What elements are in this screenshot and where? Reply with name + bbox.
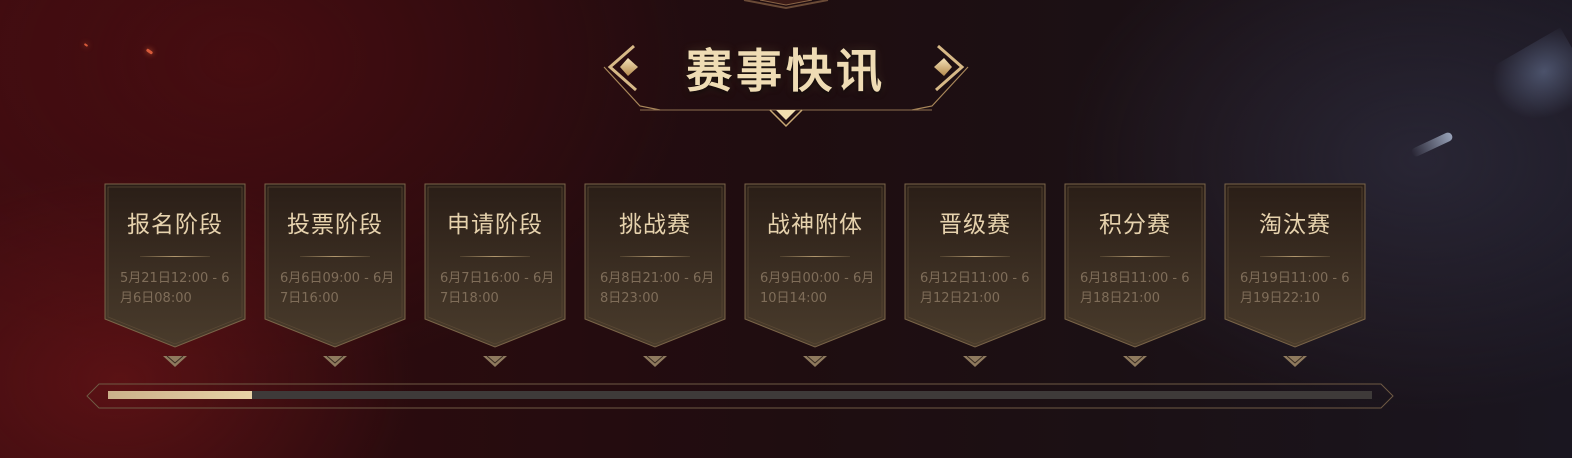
stage-time: 6月9日00:00 - 6月10日14:00 — [760, 271, 875, 306]
background-streak — [1410, 131, 1454, 158]
card-frame — [264, 183, 406, 348]
stage-time: 5月21日12:00 - 6月6日08:00 — [120, 271, 230, 306]
chevron-down-icon — [643, 355, 667, 367]
card-frame — [904, 183, 1046, 348]
chevron-down-icon — [323, 355, 347, 367]
stage-card-vote[interactable]: 投票阶段 6月6日09:00 - 6月7日16:00 — [264, 183, 406, 373]
chevron-down-icon — [803, 355, 827, 367]
chevron-down-icon — [963, 355, 987, 367]
stage-card-promotion[interactable]: 晋级赛 6月12日11:00 - 6月12日21:00 — [904, 183, 1046, 373]
stage-divider — [300, 256, 370, 257]
progress-track — [108, 391, 1372, 399]
stage-divider — [620, 256, 690, 257]
stage-time: 6月19日11:00 - 6月19日22:10 — [1240, 271, 1350, 306]
chevron-down-icon — [163, 355, 187, 367]
section-title: 赛事快讯 — [686, 44, 886, 98]
progress-frame — [86, 383, 1394, 409]
stage-name: 报名阶段 — [127, 212, 223, 238]
stage-time: 6月7日16:00 - 6月7日18:00 — [440, 271, 555, 306]
stage-name: 战神附体 — [767, 212, 863, 238]
card-frame — [1064, 183, 1206, 348]
stage-time: 6月12日11:00 - 6月12日21:00 — [920, 271, 1030, 306]
stage-name: 晋级赛 — [939, 212, 1011, 238]
stage-divider — [1260, 256, 1330, 257]
stage-time: 6月18日11:00 - 6月18日21:00 — [1080, 271, 1190, 306]
stage-divider — [940, 256, 1010, 257]
card-frame — [584, 183, 726, 348]
stage-card-challenge[interactable]: 挑战赛 6月8日21:00 - 6月8日23:00 — [584, 183, 726, 373]
section-header: 赛事快讯 — [0, 0, 1572, 135]
stage-card-apply[interactable]: 申请阶段 6月7日16:00 - 6月7日18:00 — [424, 183, 566, 373]
stage-card-knockout[interactable]: 淘汰赛 6月19日11:00 - 6月19日22:10 — [1224, 183, 1366, 373]
stage-divider — [460, 256, 530, 257]
stage-card-points[interactable]: 积分赛 6月18日11:00 - 6月18日21:00 — [1064, 183, 1206, 373]
stage-card-war-god[interactable]: 战神附体 6月9日00:00 - 6月10日14:00 — [744, 183, 886, 373]
stage-divider — [1100, 256, 1170, 257]
stage-card-signup[interactable]: 报名阶段 5月21日12:00 - 6月6日08:00 — [104, 183, 246, 373]
card-frame — [1224, 183, 1366, 348]
stage-name: 投票阶段 — [287, 212, 383, 238]
chevron-down-icon — [1123, 355, 1147, 367]
stage-name: 挑战赛 — [619, 212, 691, 238]
card-frame — [744, 183, 886, 348]
progress-fill — [108, 391, 253, 399]
stage-time: 6月6日09:00 - 6月7日16:00 — [280, 271, 395, 306]
timeline-progress-bar — [86, 383, 1394, 409]
title-ornament — [290, 0, 1282, 128]
stage-name: 申请阶段 — [447, 212, 543, 238]
stage-time: 6月8日21:00 - 6月8日23:00 — [600, 271, 715, 306]
card-frame — [104, 183, 246, 348]
stage-name: 淘汰赛 — [1259, 212, 1331, 238]
chevron-down-icon — [1283, 355, 1307, 367]
card-frame — [424, 183, 566, 348]
stage-name: 积分赛 — [1099, 212, 1171, 238]
stage-divider — [140, 256, 210, 257]
chevron-down-icon — [483, 355, 507, 367]
stage-divider — [780, 256, 850, 257]
